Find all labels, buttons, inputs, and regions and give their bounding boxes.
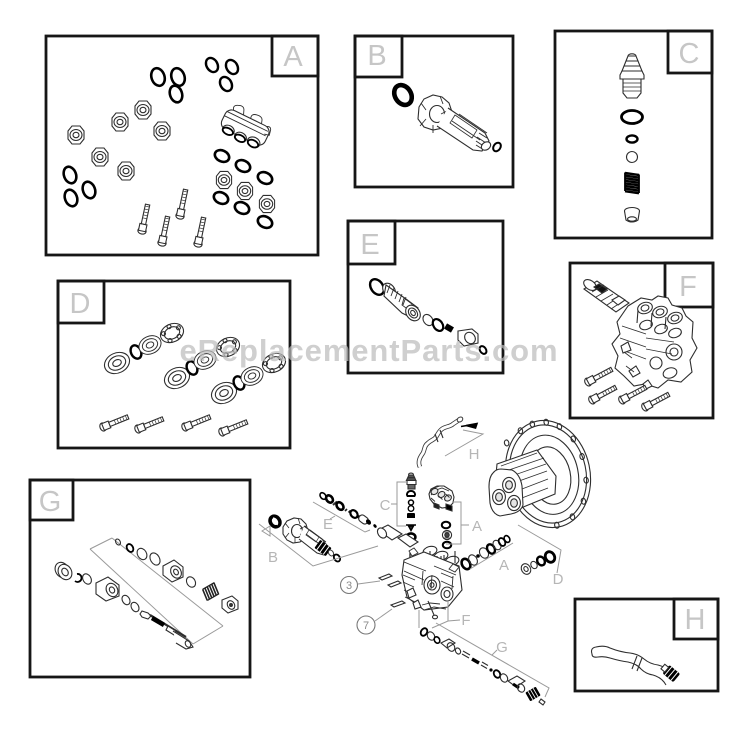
svg-text:B: B — [268, 549, 278, 566]
svg-text:eReplacementParts.com: eReplacementParts.com — [179, 333, 558, 368]
svg-text:A: A — [472, 518, 482, 535]
svg-text:G: G — [496, 639, 508, 656]
svg-text:F: F — [461, 612, 470, 629]
svg-text:C: C — [380, 497, 391, 514]
svg-text:C: C — [679, 38, 700, 70]
svg-text:A: A — [283, 41, 303, 73]
svg-text:3: 3 — [346, 580, 352, 592]
svg-text:G: G — [39, 486, 62, 518]
svg-text:H: H — [685, 604, 706, 636]
svg-text:E: E — [360, 229, 379, 261]
svg-text:H: H — [469, 446, 480, 463]
svg-text:A: A — [499, 557, 509, 574]
svg-text:D: D — [70, 288, 91, 320]
svg-text:E: E — [323, 516, 333, 533]
svg-text:B: B — [367, 40, 386, 72]
svg-text:F: F — [679, 271, 697, 303]
svg-text:7: 7 — [363, 620, 369, 632]
svg-text:D: D — [553, 571, 564, 588]
